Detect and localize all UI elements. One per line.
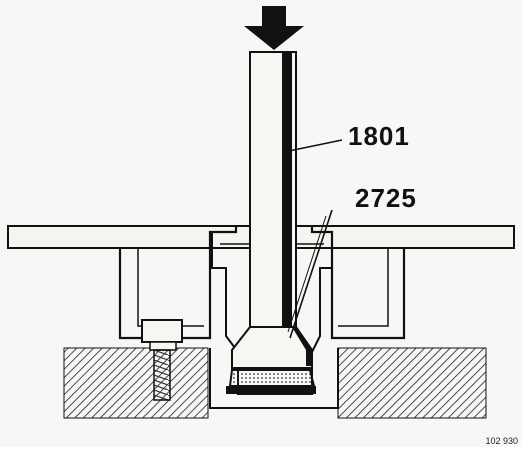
leader-line-tool: [283, 139, 343, 153]
figure-number: 102 930: [485, 436, 518, 446]
tool-head-shadow: [292, 327, 312, 366]
leader-line-seal-inner: [287, 215, 327, 333]
housing-left-wall: [118, 226, 238, 340]
callout-tool-number: 1801: [348, 121, 410, 151]
bolt-washer: [149, 341, 177, 351]
seal-base: [226, 386, 316, 394]
bolt-head: [141, 319, 183, 343]
left-base-block: [63, 347, 209, 419]
tool-shaft-shadow: [282, 52, 292, 327]
right-base-block: [337, 347, 487, 419]
callout-seal-number: 2725: [355, 183, 417, 213]
bolt-thread: [153, 349, 171, 401]
housing-right-wall: [310, 226, 406, 340]
housing-left-inner: [137, 248, 204, 327]
seal-ring: [228, 369, 316, 387]
housing-right-inner: [338, 248, 389, 327]
leader-line-seal: [289, 209, 333, 339]
lower-pocket: [209, 348, 339, 409]
down-arrow-icon: [244, 6, 304, 50]
